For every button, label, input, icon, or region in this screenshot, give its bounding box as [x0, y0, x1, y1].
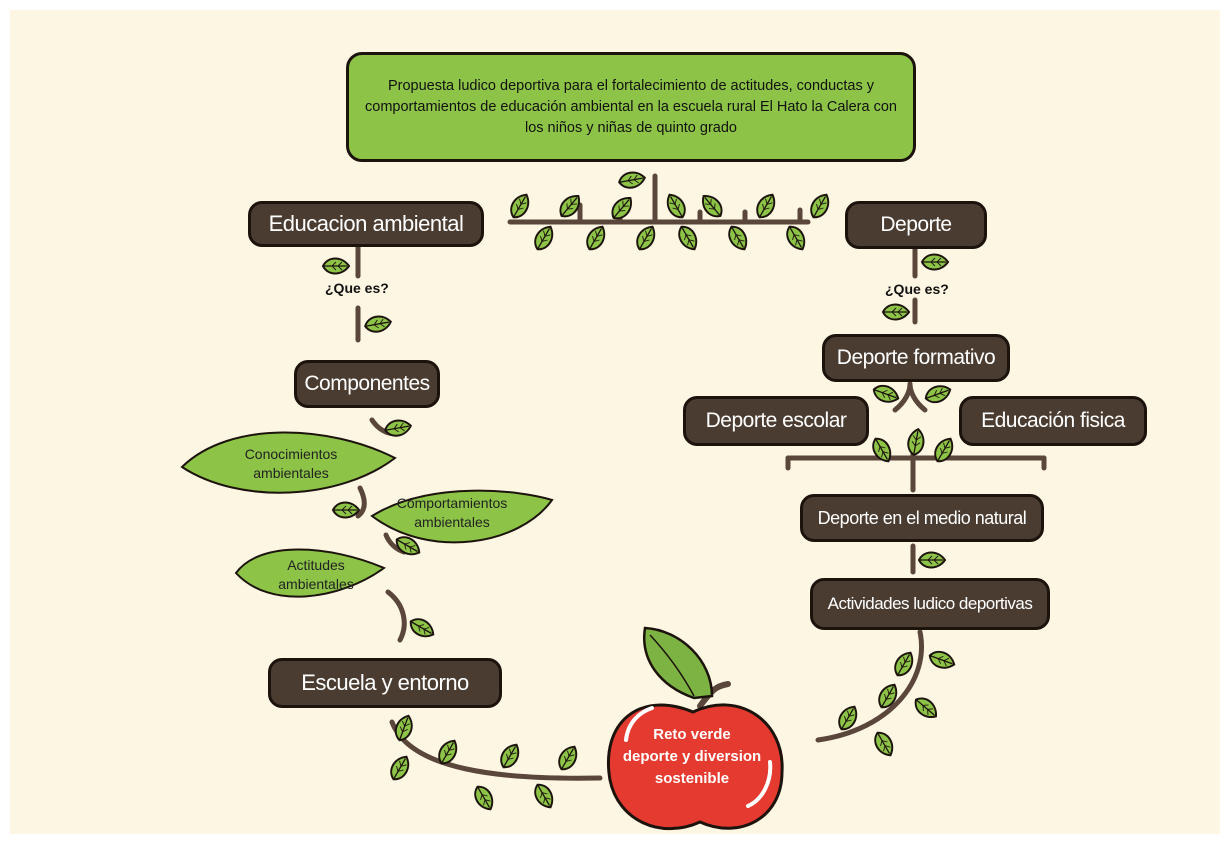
deporte-medio-natural-label: Deporte en el medio natural: [817, 507, 1027, 528]
apple-icon: [607, 626, 784, 831]
leaf-icon: [530, 221, 558, 255]
leaf-icon: [926, 647, 958, 673]
leaf-icon: [470, 781, 498, 815]
componentes-box: Componentes: [294, 360, 440, 408]
actividades-ludico-box: Actividades ludico deportivas: [810, 578, 1050, 630]
left-question-label: ¿Que es?: [325, 280, 389, 296]
leaf-icon: [386, 751, 414, 785]
leaf-icon: [918, 551, 946, 569]
leaf-icon: [930, 433, 958, 467]
comportamientos-label: Comportamientos ambientales: [396, 495, 508, 530]
leaf-icon: [506, 189, 534, 223]
deporte-formativo-box: Deporte formativo: [822, 334, 1010, 382]
deporte-formativo-label: Deporte formativo: [836, 346, 996, 369]
top-branch-leaves: [506, 169, 834, 255]
leaf-icon: [882, 303, 910, 321]
leaf-icon: [554, 741, 582, 775]
actitudes-label: Actitudes ambientales: [278, 557, 354, 592]
conocimientos-label: Conocimientos ambientales: [244, 446, 338, 481]
leaf-icon: [582, 221, 610, 255]
leaf-icon: [868, 433, 896, 467]
leaf-icon: [870, 381, 902, 407]
proposal-title: Propuesta ludico deportiva para el forta…: [346, 52, 916, 162]
deporte-escolar-box: Deporte escolar: [683, 396, 869, 446]
leaf-icon: [905, 426, 927, 458]
leaf-icon: [921, 253, 949, 271]
leaf-icon: [870, 727, 898, 761]
deporte-medio-natural-box: Deporte en el medio natural: [800, 494, 1044, 542]
leaf-icon: [752, 189, 780, 223]
educacion-fisica-box: Educación fisica: [959, 396, 1147, 446]
leaf-icon: [662, 189, 690, 223]
leaf-icon: [405, 614, 439, 642]
leaf-icon: [530, 779, 558, 813]
actividades-ludico-label: Actividades ludico deportivas: [827, 594, 1033, 613]
educacion-ambiental-box: Educacion ambiental: [248, 201, 484, 247]
leaf-icon: [782, 221, 810, 255]
leaf-icon: [632, 221, 660, 255]
deporte-box: Deporte: [845, 201, 987, 249]
escuela-entorno-box: Escuela y entorno: [268, 658, 502, 708]
leaf-icon: [922, 381, 954, 407]
leaf-icon: [724, 221, 752, 255]
leaf-icon: [806, 189, 834, 223]
reto-verde-line3: sostenible: [654, 770, 730, 787]
proposal-title-text: Propuesta ludico deportiva para el forta…: [365, 77, 897, 136]
leaf-icon: [616, 169, 648, 191]
reto-verde-line2: deporte y diversion: [622, 748, 762, 765]
escuela-entorno-label: Escuela y entorno: [301, 670, 469, 695]
deporte-escolar-label: Deporte escolar: [705, 409, 847, 432]
leaf-icon: [362, 313, 394, 335]
component-leaves: [180, 431, 554, 598]
reto-verde-text: Reto verde deporte y diversion sostenibl…: [608, 724, 776, 790]
leaf-icon: [332, 501, 360, 519]
deporte-label: Deporte: [880, 213, 952, 236]
leaf-icon: [322, 257, 350, 275]
reto-verde-line1: Reto verde: [653, 726, 731, 743]
leaf-icon: [606, 192, 638, 224]
leaf-icon: [674, 221, 702, 255]
right-question-label: ¿Que es?: [885, 281, 949, 297]
leaf-icon: [910, 692, 942, 724]
top-branch: [507, 173, 811, 225]
leaf-icon: [890, 647, 918, 681]
right-stems: [785, 245, 1047, 743]
educacion-fisica-label: Educación fisica: [981, 409, 1125, 432]
leaf-icon: [496, 739, 524, 773]
componentes-label: Componentes: [304, 372, 430, 395]
leaf-icon: [391, 712, 417, 744]
educacion-ambiental-label: Educacion ambiental: [268, 211, 464, 236]
